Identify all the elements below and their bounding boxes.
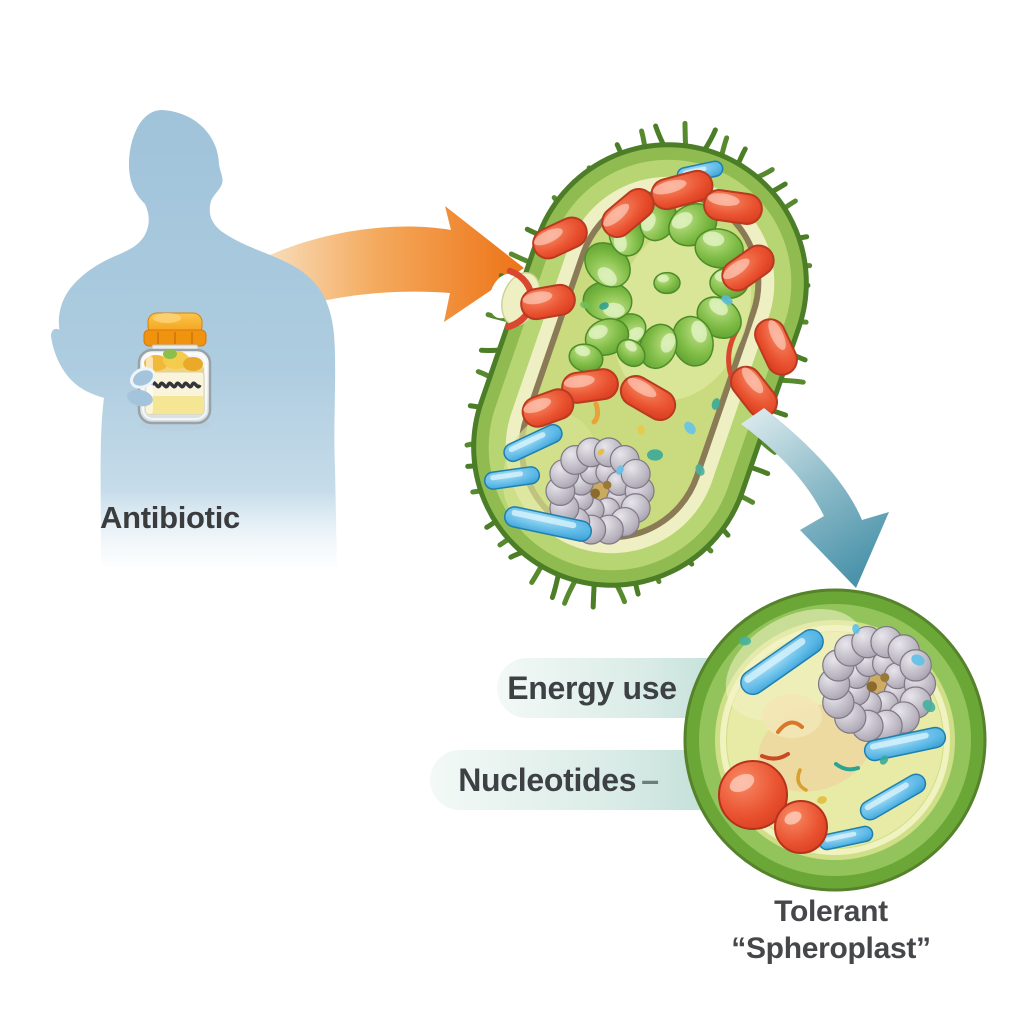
spheroplast-blue-tubules: [740, 628, 947, 851]
label-gibberish-text: [150, 381, 202, 389]
caption-line2: “Spheroplast”: [731, 932, 931, 965]
antibiotic-label: Antibiotic: [100, 500, 240, 535]
energy-use-banner: Energy use: [497, 658, 775, 718]
bacterium-illustration: [464, 120, 813, 610]
spheroplast-illustration: [683, 588, 987, 892]
thumb: [130, 367, 156, 389]
hand: [127, 389, 153, 407]
spheroplast-caption: Tolerant “Spheroplast”: [666, 893, 996, 967]
green-vesicle-ring: [568, 198, 749, 373]
pill-bottle-icon: [127, 312, 212, 431]
arrow-right-icon: [261, 206, 524, 322]
nucleotides-banner: Nucleotides –: [430, 750, 775, 810]
red-capsule-organelles: [520, 169, 798, 428]
spheroplast-gray-cluster: [817, 625, 937, 743]
nucleotides-connector-dash: –: [641, 761, 659, 798]
nucleotides-label: Nucleotides: [458, 761, 637, 798]
pili-fimbriae: [464, 120, 813, 610]
forearm: [51, 328, 146, 402]
small-fragments: [580, 295, 733, 476]
human-silhouette: [51, 110, 337, 566]
cell-wall-breach: [488, 267, 747, 401]
arrow-down-icon: [741, 408, 889, 588]
caption-line1: Tolerant: [774, 895, 888, 928]
blue-tubules: [483, 160, 724, 542]
nucleoid-cluster: [545, 437, 655, 545]
energy-use-label: Energy use: [507, 669, 677, 706]
